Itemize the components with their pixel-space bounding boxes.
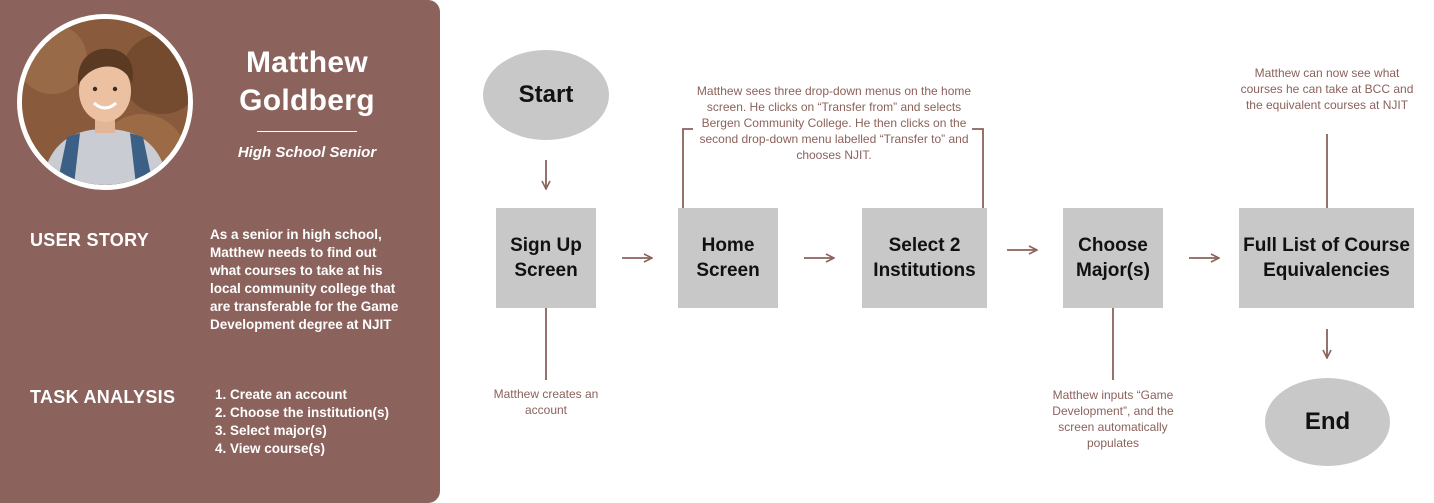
step-choose-majors: Choose Major(s)	[1063, 208, 1163, 308]
task-item: 1. Create an account	[215, 387, 348, 402]
step-home-screen: Home Screen	[678, 208, 778, 308]
task-list: 1. Create an account 2. Choose the insti…	[215, 386, 389, 458]
user-story-text: As a senior in high school, Matthew need…	[210, 227, 399, 332]
note-home: Matthew sees three drop-down menus on th…	[696, 84, 972, 162]
task-item: 2. Choose the institution(s)	[215, 405, 389, 420]
avatar-photo	[22, 19, 188, 185]
callout-bracket-home-right	[972, 128, 984, 208]
step-course-equivalencies: Full List of Course Equivalencies	[1239, 208, 1414, 308]
avatar	[17, 14, 193, 190]
name-divider	[257, 131, 357, 132]
note-list: Matthew can now see what courses he can …	[1240, 66, 1414, 112]
step-sign-up-screen: Sign Up Screen	[496, 208, 596, 308]
callout-bracket-home	[682, 128, 693, 208]
persona-name: Matthew Goldberg	[239, 46, 375, 117]
note-major: Matthew inputs “Game Development”, and t…	[1052, 388, 1174, 450]
task-item: 4. View course(s)	[215, 441, 326, 456]
task-item: 3. Select major(s)	[215, 423, 327, 438]
user-story-heading: USER STORY	[30, 230, 150, 250]
step-select-institutions: Select 2 Institutions	[862, 208, 987, 308]
persona-role: High School Senior	[237, 144, 377, 161]
task-analysis-heading: TASK ANALYSIS	[30, 387, 176, 407]
persona-card: Matthew Goldberg High School Senior USER…	[0, 0, 440, 503]
end-node: End	[1265, 378, 1390, 466]
start-node: Start	[483, 50, 609, 140]
note-signup: Matthew creates an account	[493, 387, 599, 417]
